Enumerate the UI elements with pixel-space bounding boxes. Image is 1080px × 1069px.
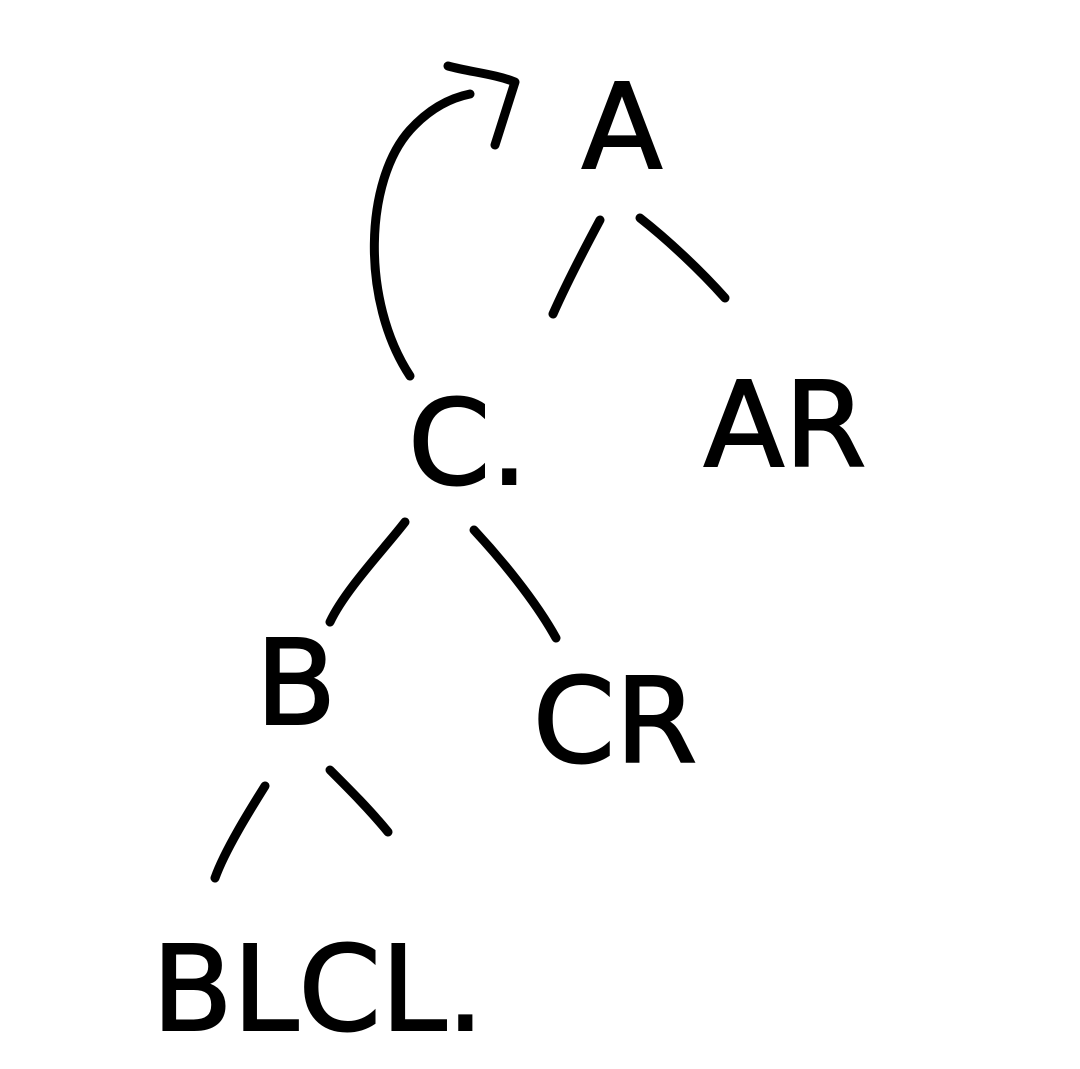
rotation-arrow-curve [369, 89, 475, 381]
rotation-arrow-head [443, 61, 520, 150]
edge-b-to-bl [210, 781, 270, 883]
node-blcl-label: BLCL. [152, 920, 484, 1058]
edge-a-to-c [548, 215, 605, 319]
edge-b-to-cl [325, 765, 393, 837]
node-a-label: A [582, 58, 663, 196]
edge-a-to-ar [635, 213, 730, 303]
node-cr-label: CR [533, 652, 697, 790]
node-c-label: C. [408, 374, 528, 512]
edge-c-to-cr [469, 525, 561, 643]
node-b-label: B [256, 614, 337, 752]
node-ar-label: AR [704, 356, 867, 494]
edge-c-to-b [325, 517, 410, 627]
